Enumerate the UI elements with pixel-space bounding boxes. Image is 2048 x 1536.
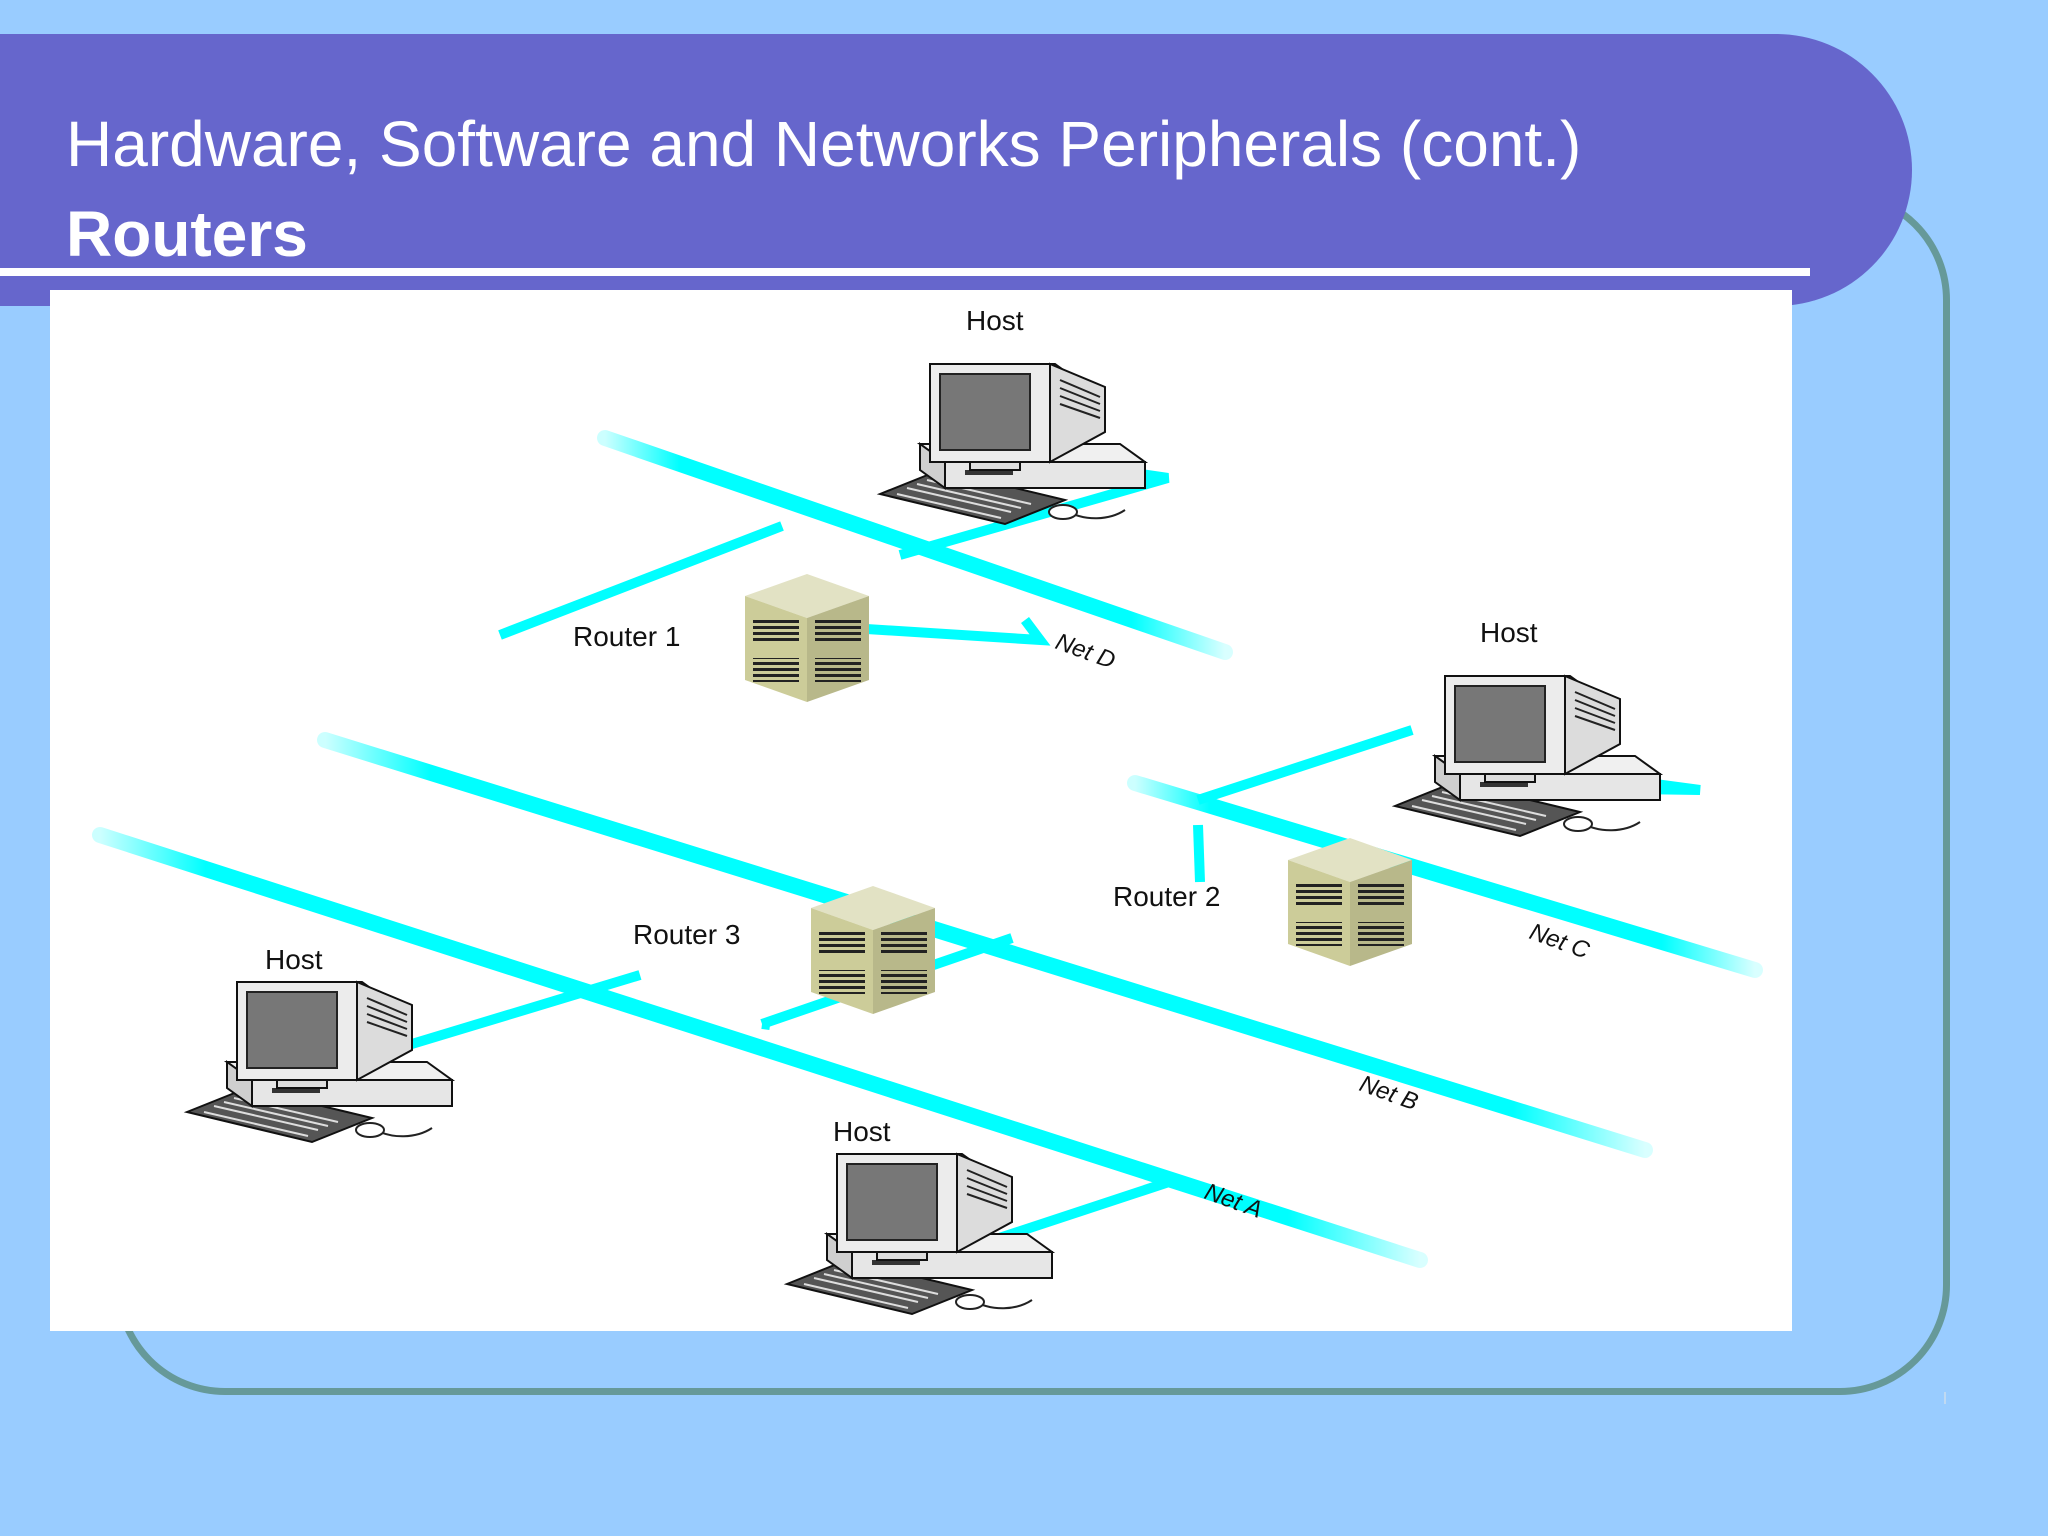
network-diagram: Router 1 Router 2 Router 3 Host Host Hos… bbox=[50, 290, 1792, 1331]
router3-neta-link bbox=[761, 1019, 771, 1030]
router-1-device bbox=[745, 574, 869, 702]
slide-corner-mark bbox=[1944, 1392, 1946, 1404]
host-right-computer bbox=[1394, 675, 1661, 837]
net-d-label: Net D bbox=[1052, 628, 1119, 674]
title-bar: Hardware, Software and Networks Peripher… bbox=[0, 34, 1912, 306]
router2-netc-link bbox=[1196, 725, 1414, 805]
router-1-label: Router 1 bbox=[573, 621, 680, 652]
slide-title: Hardware, Software and Networks Peripher… bbox=[66, 108, 1582, 180]
router1-netd-link bbox=[834, 617, 1051, 646]
net-c-cable bbox=[1127, 775, 1763, 978]
router-2-label: Router 2 bbox=[1113, 881, 1220, 912]
host-bottom-computer bbox=[786, 1153, 1053, 1315]
net-d-cable bbox=[597, 430, 1233, 660]
net-a-cable bbox=[92, 827, 1428, 1268]
host-bottom-label: Host bbox=[833, 1116, 891, 1147]
slide-subtitle: Routers bbox=[66, 198, 308, 270]
router-2-device bbox=[1288, 838, 1412, 966]
host-left-computer bbox=[186, 981, 453, 1143]
host-top-label: Host bbox=[966, 305, 1024, 336]
host-left-label: Host bbox=[265, 944, 323, 975]
router1-netb-link bbox=[498, 521, 784, 640]
router-3-label: Router 3 bbox=[633, 919, 740, 950]
router-3-device bbox=[811, 886, 935, 1014]
router2-netb-link bbox=[1193, 824, 1205, 883]
title-underline bbox=[0, 268, 1810, 276]
host-left-link bbox=[390, 970, 642, 1055]
host-right-label: Host bbox=[1480, 617, 1538, 648]
net-a-label: Net A bbox=[1201, 1178, 1266, 1224]
